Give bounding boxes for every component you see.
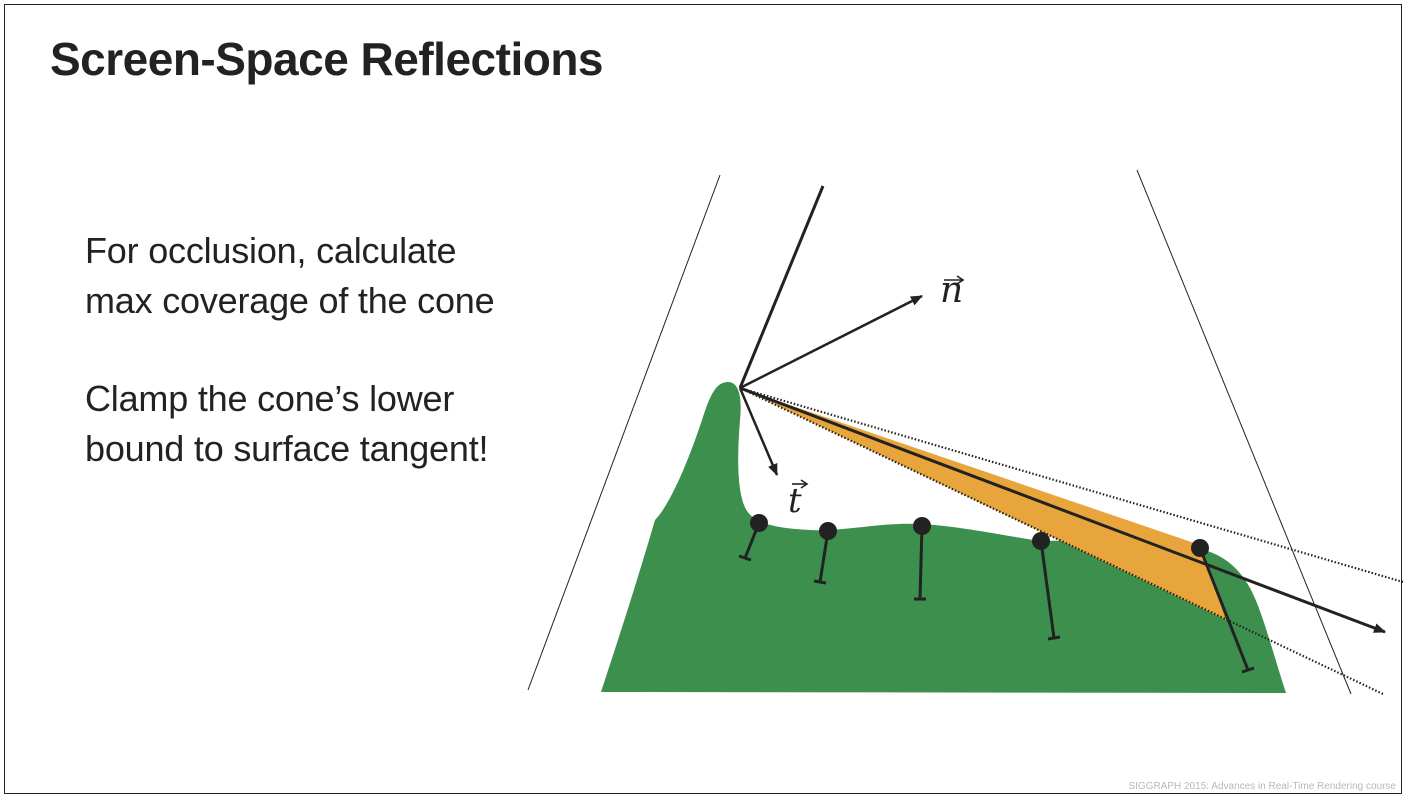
sample-dot <box>819 522 837 540</box>
footer-credit: SIGGRAPH 2015: Advances in Real-Time Ren… <box>1128 781 1396 792</box>
sample-dot <box>1191 539 1209 557</box>
depth-sample <box>913 517 931 601</box>
reflection-ray-arrow <box>739 386 1386 634</box>
sample-dot <box>750 514 768 532</box>
frustum-edge-left <box>527 174 721 691</box>
bullet-occlusion: For occlusion, calculate max coverage of… <box>85 226 495 326</box>
normal-label-text: n <box>940 270 963 311</box>
sample-dot <box>1032 532 1050 550</box>
surface-shape <box>601 382 1286 693</box>
slide-title: Screen-Space Reflections <box>50 33 604 85</box>
sample-dot <box>913 517 931 535</box>
tangent-label-text: t <box>788 481 802 521</box>
depth-sample <box>1191 539 1255 674</box>
depth-sample <box>813 522 837 585</box>
depth-sample <box>738 514 768 562</box>
normal-vector-arrow <box>739 294 923 390</box>
bullet-line: max coverage of the cone <box>85 280 495 321</box>
depth-sample <box>1032 532 1061 641</box>
bullet-line: Clamp the cone’s lower <box>85 378 455 419</box>
normal-label-arrowhead-icon <box>956 275 965 285</box>
bullet-clamp: Clamp the cone’s lower bound to surface … <box>85 374 489 474</box>
tangent-label-arrowhead-icon <box>800 479 809 489</box>
normal-vector-label: n <box>940 270 965 311</box>
view-ray <box>738 185 825 389</box>
tangent-vector-arrow <box>738 387 779 476</box>
bullet-line: bound to surface tangent! <box>85 428 489 469</box>
depth-samples <box>738 514 1255 674</box>
tangent-vector-label: t <box>788 479 809 521</box>
bullet-line: For occlusion, calculate <box>85 230 457 271</box>
